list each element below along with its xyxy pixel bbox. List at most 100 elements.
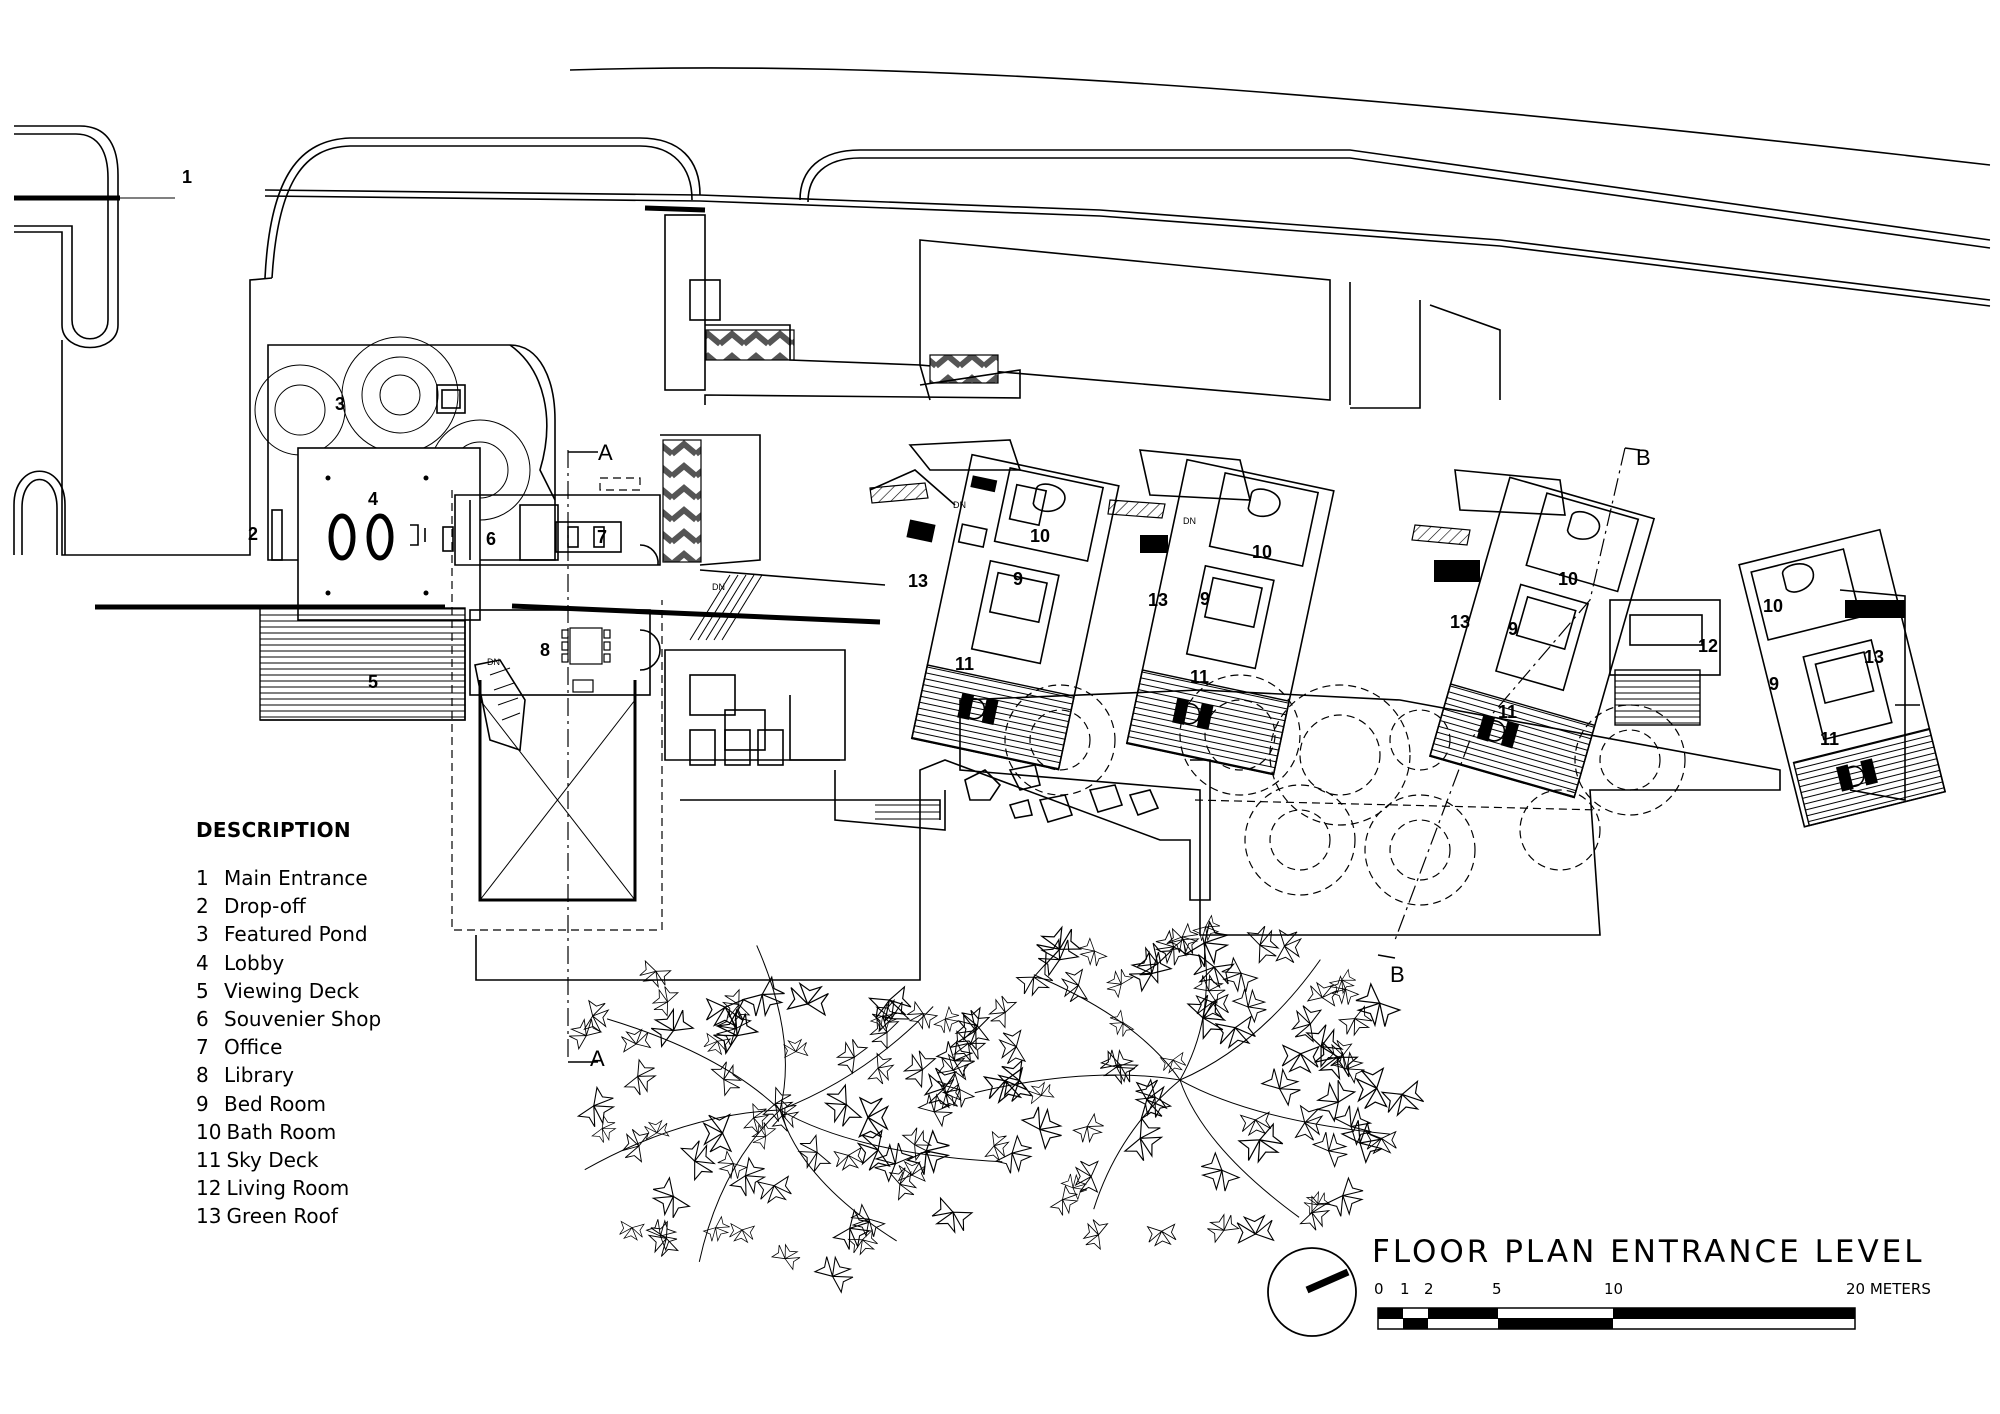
scale-label-5: 5 [1492, 1280, 1502, 1298]
plan-num-7: 7 [597, 527, 607, 547]
villa-unit-1 [910, 453, 1120, 771]
legend-item-label: Sky Deck [226, 1148, 319, 1173]
villa-unit-4 [1738, 528, 1947, 828]
stair-label-villa-2: DN [1183, 516, 1196, 526]
scale-label-2: 2 [1424, 1280, 1434, 1298]
legend-item-label: Living Room [226, 1176, 350, 1201]
plan-num-4: 4 [368, 489, 378, 509]
legend-item-label: Lobby [224, 950, 285, 975]
plan-num-9c: 9 [1508, 619, 1518, 639]
stair-label-walkway: DN [712, 582, 725, 592]
stair-label-library: DN [487, 657, 500, 667]
plan-num-9d: 9 [1769, 674, 1779, 694]
plan-num-11d: 11 [1820, 729, 1839, 749]
scale-label-0: 0 [1374, 1280, 1384, 1298]
service-block [664, 214, 1501, 409]
scale-label-10: 10 [1604, 1280, 1624, 1298]
legend-item-number: 13 [196, 1204, 222, 1229]
section-line-b [1377, 447, 1641, 959]
section-mark-a-bottom: A [590, 1046, 605, 1071]
legend-item-label: Library [224, 1063, 294, 1088]
plan-num-10a: 10 [1030, 526, 1050, 546]
legend-item-number: 7 [196, 1035, 209, 1060]
plan-num-9b: 9 [1200, 589, 1210, 609]
legend-item-label: Souvenier Shop [224, 1007, 382, 1032]
plan-title: FLOOR PLAN ENTRANCE LEVEL [1372, 1234, 1925, 1270]
legend-item: 9 Bed Room [196, 1090, 381, 1118]
site-lines [475, 649, 1211, 981]
legend-item-label: Drop-off [224, 894, 306, 919]
plan-num-13b: 13 [1148, 590, 1168, 610]
villa-unit-3 [1428, 476, 1656, 799]
legend-item: 3 Featured Pond [196, 920, 381, 948]
legend-item-label: Green Roof [226, 1204, 338, 1229]
legend-item: 6 Souvenier Shop [196, 1005, 381, 1033]
lower-hall [478, 450, 637, 1060]
legend-item: 7 Office [196, 1033, 381, 1061]
plan-numbers: 1 2 3 4 5 6 7 8 9 9 9 9 10 10 10 10 11 1… [182, 167, 1884, 749]
legend-item-number: 6 [196, 1007, 209, 1032]
plan-num-6: 6 [486, 529, 496, 549]
plan-num-11c: 11 [1498, 702, 1517, 722]
featured-pond [254, 336, 556, 561]
legend-item-label: Featured Pond [224, 922, 368, 947]
legend-item-number: 9 [196, 1091, 209, 1116]
scale-label-1: 1 [1400, 1280, 1410, 1298]
legend-item: 5 Viewing Deck [196, 977, 381, 1005]
plan-num-10c: 10 [1558, 569, 1578, 589]
legend-item-label: Main Entrance [224, 866, 368, 890]
scale-label-20-meters: 20 METERS [1846, 1280, 1931, 1298]
legend-item: 8 Library [196, 1061, 381, 1089]
plan-num-12: 12 [1698, 636, 1718, 656]
plan-num-10b: 10 [1252, 542, 1272, 562]
scale-bar [1377, 1307, 1856, 1330]
stairs [689, 574, 763, 641]
road-outline [13, 67, 1991, 556]
main-wall [95, 569, 886, 625]
legend-item-label: Office [224, 1035, 283, 1060]
plan-num-9a: 9 [1013, 569, 1023, 589]
lobby [271, 447, 481, 621]
legend-item-number: 8 [196, 1063, 209, 1088]
plan-num-11b: 11 [1190, 667, 1209, 687]
legend-title: DESCRIPTION [196, 818, 351, 842]
legend-item: 1 Main Entrance [196, 864, 381, 892]
plan-num-13c: 13 [1450, 612, 1470, 632]
library [469, 609, 661, 752]
plan-num-3: 3 [335, 394, 345, 414]
legend-item-number: 5 [196, 978, 209, 1003]
legend-item-number: 10 [196, 1119, 222, 1144]
section-mark-a-top: A [598, 440, 613, 465]
plan-num-11a: 11 [955, 654, 974, 674]
plan-num-13d: 13 [1864, 647, 1884, 667]
section-mark-b-top: B [1636, 445, 1651, 470]
plan-num-8: 8 [540, 640, 550, 660]
tree-canopy [566, 915, 1426, 1293]
legend-item-number: 1 [196, 866, 209, 890]
plan-num-13a: 13 [908, 571, 928, 591]
souvenir-shop-office [442, 434, 761, 931]
legend-item-number: 11 [196, 1148, 222, 1173]
north-arrow-icon [1267, 1247, 1357, 1337]
legend-item-label: Bath Room [226, 1119, 337, 1144]
legend-item-label: Bed Room [224, 1091, 327, 1116]
plan-num-10d: 10 [1763, 596, 1783, 616]
plan-num-1: 1 [182, 167, 192, 187]
stair-label-villa-1: DN [953, 500, 966, 510]
section-line-a [568, 451, 598, 1063]
legend-item-label: Viewing Deck [224, 978, 360, 1003]
legend-item-number: 3 [196, 922, 209, 947]
villa-unit-2 [1125, 458, 1335, 776]
plan-num-5: 5 [368, 672, 378, 692]
plan-num-2: 2 [248, 524, 258, 544]
legend-item-number: 4 [196, 950, 209, 975]
section-mark-b-bottom: B [1390, 962, 1405, 987]
